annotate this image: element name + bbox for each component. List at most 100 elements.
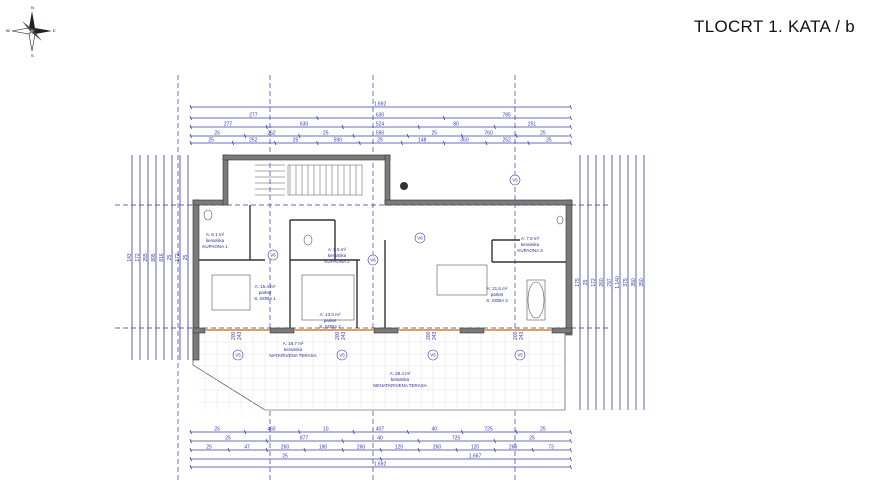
terrace [192,329,566,411]
window-tag-icon [336,349,348,361]
dimension-label: 25 [183,255,189,261]
dimension-label: 375 [623,278,629,287]
room-name: KUPAONA 3 [517,248,543,253]
room-finish: parket [259,290,272,295]
dimension-label: 40 [432,427,438,433]
window-tag-label: V6 [270,253,276,258]
room-name: NENATKRIVENA TERASA [373,383,427,388]
dimension-label: 143 [127,253,133,262]
dimension-label: 277 [249,113,258,119]
window-tag-icon [509,174,521,186]
dimension-label: 25 [540,131,546,137]
dimension-label: 260 [509,445,518,451]
window-tag-label: V6 [417,236,423,241]
room-finish: keramika [328,253,347,258]
dimension-label: 25 [377,138,383,144]
dimension-label: 172 [175,253,181,262]
dimension-label: 277 [224,122,233,128]
walls [192,154,573,361]
window-tag-icon [367,254,379,266]
dimension-label: 260 [357,445,366,451]
dimension-label: 25 [214,427,220,433]
room-finish: keramika [284,347,303,352]
window-tag-label: V5 [235,353,241,358]
dimension-label: 80 [453,122,459,128]
compass-n: N [31,5,34,10]
window-tag-icon [514,349,526,361]
dimension-label: 797 [607,278,613,287]
dimension-label: 120 [395,445,404,451]
compass-e: E [53,28,56,33]
column-marker [400,182,408,190]
furniture [203,164,564,321]
dimension-label: 877 [300,436,309,442]
dimension-label: 25 [529,436,535,442]
dimension-label: 260 [599,278,605,287]
dimension-label: 25 [282,454,288,460]
window-width: 200 [231,331,237,340]
room-name: KUPAONA 1 [202,244,228,249]
drawing-title: TLOCRT 1. KATA / b [694,17,855,36]
dimension-label: 25 [432,131,438,137]
dimension-label: 590 [334,138,343,144]
window-height: 243 [341,331,347,340]
dimension-label: 190 [319,445,328,451]
dimension-label: 816 [159,253,165,262]
dimension-label: 725 [452,436,461,442]
dimension-label: 590 [376,131,385,137]
room-area: A: 13.0 m² [320,312,341,317]
room-name: S. SOBA 3 [486,298,508,303]
room-name: S. SOBA 1 [254,296,276,301]
dimension-label: 25 [167,255,173,261]
window-height: 243 [519,331,525,340]
dimension-label: 251 [528,122,537,128]
dimension-label: 10 [323,427,329,433]
dimension-label: 252 [267,131,276,137]
dimension-label: 260 [281,445,290,451]
room-name: KUPAONA 2 [324,259,350,264]
room-area: A: 5.5 m² [328,247,347,252]
dimension-label: 460 [267,427,276,433]
dimension-label: 1.692 [374,102,387,108]
window-tag-icon [232,349,244,361]
window-tag-label: V5 [339,353,345,358]
dimension-label: 252 [502,138,511,144]
dimension-label: 40 [377,436,383,442]
room-name: NATKRIVENA TERASA [269,353,316,358]
dimension-label: 630 [300,122,309,128]
dimension-label: 25 [323,131,329,137]
dimension-label: 260 [433,445,442,451]
dimension-label: 350 [631,278,637,287]
dimension-label: 172 [135,253,141,262]
window-tag-icon [267,249,279,261]
dimension-label: 1.692 [374,462,387,468]
dimension-label: 25 [206,445,212,451]
room-area: A: 6.1 m² [206,232,225,237]
window-tag-label: V5 [512,178,518,183]
dimension-label: 25 [214,131,220,137]
dimension-label: 630 [376,113,385,119]
room-area: A: 21.6 m² [487,286,508,291]
room-finish: keramika [206,238,225,243]
dimension-label: 25 [208,138,214,144]
window-tag-icon [414,232,426,244]
dimension-label: 148 [418,138,427,144]
dimension-label: 120 [471,445,480,451]
dimension-label: 524 [376,122,385,128]
room-area: A: 15.4 m² [255,284,276,289]
window-height: 243 [237,331,243,340]
dimension-label: 25 [225,436,231,442]
window-tag-label: V6 [370,258,376,263]
dimension-label: 47 [244,445,250,451]
window-tag-label: V5 [430,353,436,358]
dimension-label: 725 [484,427,493,433]
window-width: 200 [335,331,341,340]
dimension-label: 255 [143,253,149,262]
dimension-label: 407 [376,427,385,433]
room-area: A: 7.9 m² [521,236,540,241]
window-height: 243 [432,331,438,340]
compass-s: S [31,53,34,58]
